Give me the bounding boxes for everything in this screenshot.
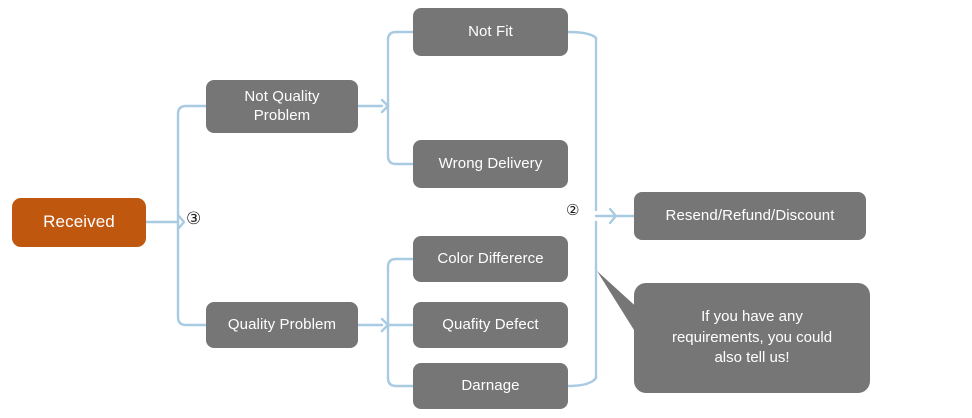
node-resend-refund-discount-label: Resend/Refund/Discount	[665, 206, 835, 224]
edge-notquality-wrongdelivery	[386, 104, 415, 166]
node-received[interactable]: Received	[12, 198, 146, 247]
node-quality-defect[interactable]: Quafity Defect	[413, 302, 568, 348]
marker-circled-two: ②	[566, 201, 580, 219]
edge-split-notch	[176, 213, 186, 231]
node-not-quality-problem[interactable]: Not Quality Problem	[206, 80, 358, 133]
node-damage-label: Darnage	[461, 376, 520, 394]
node-not-fit-label: Not Fit	[468, 22, 513, 40]
node-color-difference-label: Color Differerce	[437, 249, 544, 267]
node-color-difference[interactable]: Color Differerce	[413, 236, 568, 282]
node-damage[interactable]: Darnage	[413, 363, 568, 409]
edge-notfit-merge	[566, 30, 598, 212]
node-not-quality-problem-label: Not Quality Problem	[244, 88, 320, 124]
callout-note-label: If you have any requirements, you could …	[671, 307, 833, 367]
node-quality-problem[interactable]: Quality Problem	[206, 302, 358, 348]
node-quality-defect-label: Quafity Defect	[442, 315, 539, 333]
node-resend-refund-discount[interactable]: Resend/Refund/Discount	[634, 192, 866, 240]
edge-damage-merge	[566, 220, 598, 388]
callout-note[interactable]: If you have any requirements, you could …	[634, 283, 870, 393]
callout-tail-icon	[597, 271, 642, 330]
marker-circled-three: ③	[186, 209, 202, 229]
edge-notquality-notfit	[386, 30, 415, 108]
node-wrong-delivery-label: Wrong Delivery	[438, 154, 543, 172]
edge-received-quality	[176, 220, 208, 327]
edge-quality-damage	[386, 323, 415, 388]
edge-received-not-quality	[176, 104, 208, 224]
node-received-label: Received	[43, 212, 115, 232]
node-not-fit[interactable]: Not Fit	[413, 8, 568, 56]
node-wrong-delivery[interactable]: Wrong Delivery	[413, 140, 568, 188]
edge-quality-colordiff	[386, 257, 415, 327]
node-quality-problem-label: Quality Problem	[227, 315, 337, 333]
